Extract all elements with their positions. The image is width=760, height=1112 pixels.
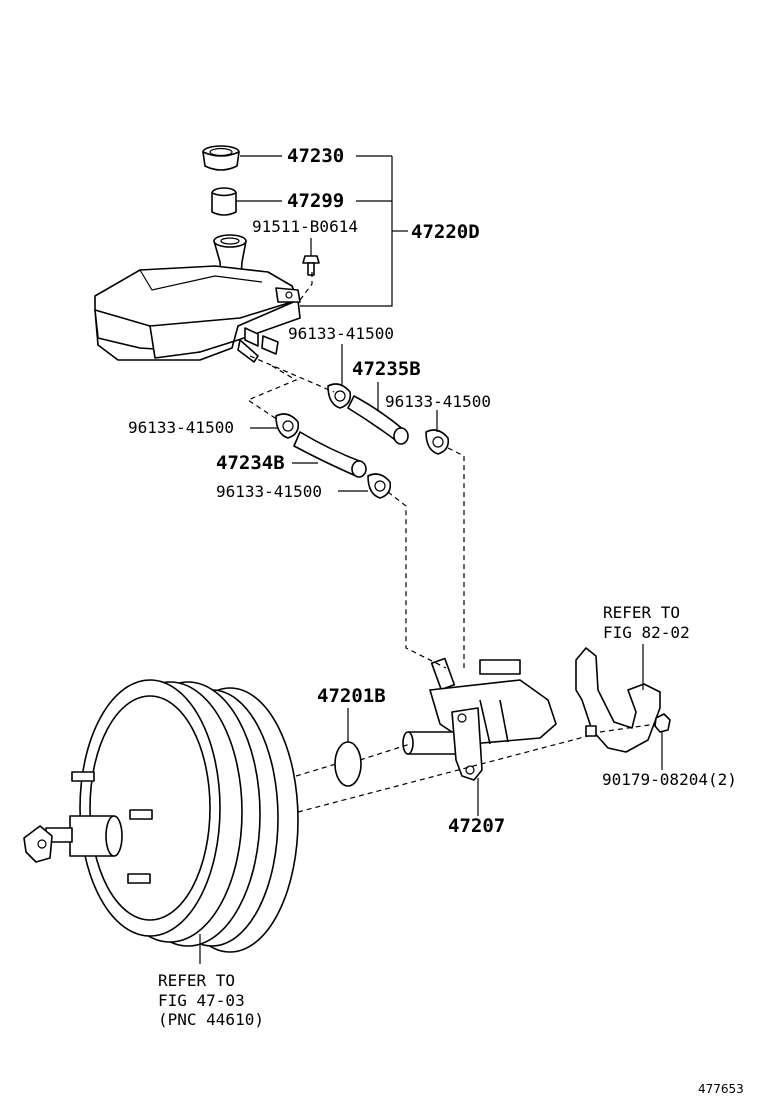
label-96133-b: 96133-41500 (385, 392, 491, 411)
label-47230: 47230 (287, 145, 344, 167)
reservoir-cap[interactable] (202, 145, 240, 171)
assembly-dashed-lines (246, 272, 657, 813)
reservoir-strainer[interactable] (211, 187, 237, 216)
hose-clamp-b[interactable] (425, 429, 450, 455)
o-ring-47201b[interactable] (334, 741, 362, 787)
label-refer-47-line2: FIG 47-03 (158, 991, 245, 1010)
diagram-number: 477653 (698, 1082, 744, 1096)
bracket[interactable] (575, 647, 661, 753)
hose-47235b[interactable] (347, 395, 409, 445)
bolt-91511[interactable] (302, 255, 320, 276)
label-96133-c: 96133-41500 (128, 418, 234, 437)
label-47234b: 47234B (216, 452, 285, 474)
part-labels: 47230 47299 91511-B0614 47220D 96133-415… (128, 145, 744, 1096)
nut-90179[interactable] (654, 713, 671, 733)
reservoir-tank[interactable] (94, 234, 301, 363)
label-96133-a: 96133-41500 (288, 324, 394, 343)
brake-booster[interactable] (23, 679, 299, 953)
label-47201b: 47201B (317, 685, 386, 707)
label-refer-47-line3: (PNC 44610) (158, 1010, 264, 1029)
label-90179: 90179-08204(2) (602, 770, 737, 789)
label-47235b: 47235B (352, 358, 421, 380)
label-refer-82-line1: REFER TO (603, 603, 680, 622)
label-47220d: 47220D (411, 221, 480, 243)
label-96133-d: 96133-41500 (216, 482, 322, 501)
label-refer-82-line2: FIG 82-02 (603, 623, 690, 642)
hose-clamp-c[interactable] (275, 413, 300, 439)
label-47299: 47299 (287, 190, 344, 212)
label-refer-47-line1: REFER TO (158, 971, 235, 990)
hose-clamp-d[interactable] (367, 473, 392, 499)
label-91511: 91511-B0614 (252, 217, 358, 236)
master-cylinder[interactable] (402, 657, 557, 781)
hose-47234b[interactable] (293, 431, 367, 478)
label-47207: 47207 (448, 815, 505, 837)
leader-lines (199, 155, 663, 964)
hose-clamp-a[interactable] (327, 383, 352, 409)
